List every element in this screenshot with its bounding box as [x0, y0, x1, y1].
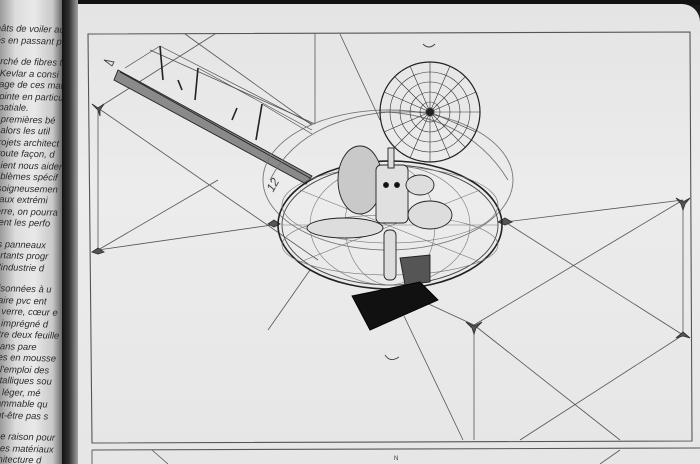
module-number-label: 12	[263, 175, 282, 194]
book-gutter-shadow	[62, 0, 80, 464]
drawing-frame	[87, 31, 693, 444]
north-label: N	[394, 456, 398, 462]
rotation-arrow-icon	[422, 43, 436, 48]
rotation-arrow-icon	[103, 59, 115, 67]
cable-lines	[97, 33, 684, 464]
catwalk-boom	[113, 45, 313, 185]
parasol-antenna	[379, 61, 481, 163]
solar-panel	[351, 281, 439, 331]
rotation-arrow-icon	[384, 354, 400, 360]
page-top-shadow	[78, 0, 700, 5]
lower-frame-line	[91, 447, 700, 451]
anchor-nodes	[90, 103, 691, 339]
core-modules	[306, 145, 453, 286]
